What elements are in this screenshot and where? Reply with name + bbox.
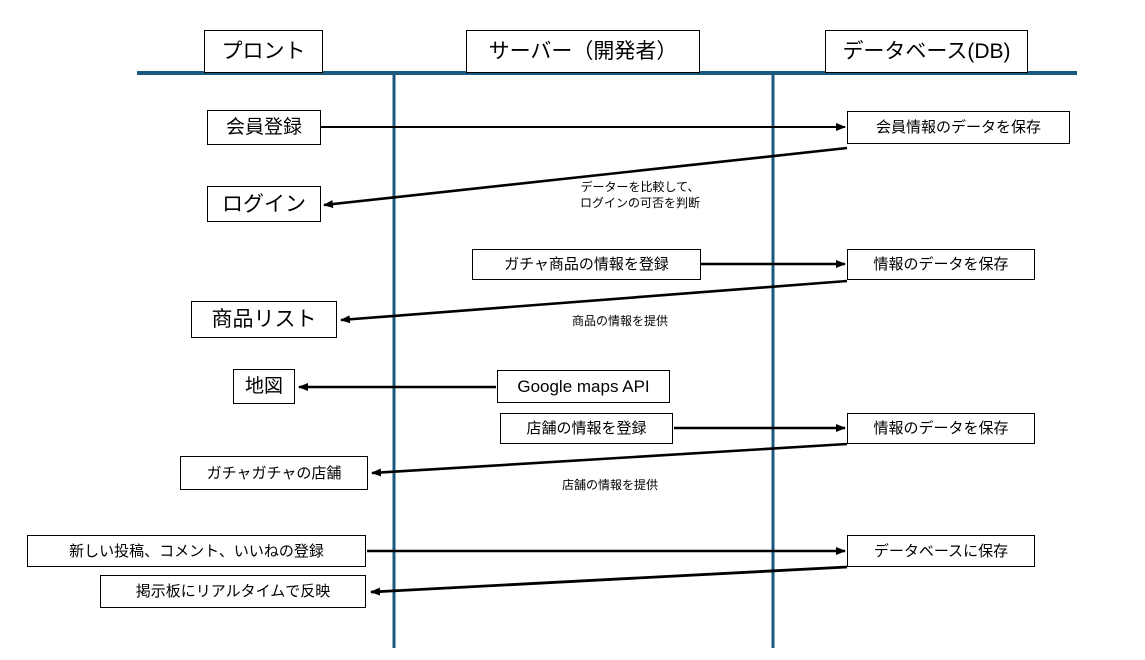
node-register-shop-info-label: 店舗の情報を登録 [526, 420, 647, 437]
node-save-to-database-label: データベースに保存 [873, 542, 1009, 560]
node-gachagacha-shop-label: ガチャガチャの店舗 [206, 464, 342, 482]
node-save-to-database: データベースに保存 [847, 535, 1035, 567]
arrow-label-login-decision: データーを比較して、 ログインの可否を判断 [545, 179, 735, 211]
node-map-label: 地図 [244, 376, 283, 397]
arrow-label-login-decision-line1: データーを比較して、 [580, 180, 700, 194]
node-save-member-info: 会員情報のデータを保存 [847, 111, 1070, 144]
arrow-db-to-board-realtime [370, 565, 848, 596]
node-register-gacha-product-info: ガチャ商品の情報を登録 [472, 249, 701, 280]
node-google-maps-api: Google maps API [497, 370, 670, 403]
node-realtime-board-reflection-label: 掲示板にリアルタイムで反映 [135, 583, 331, 600]
lane-header-server-label: サーバー（開発者） [488, 40, 678, 63]
node-login: ログイン [207, 186, 321, 222]
node-product-list-label: 商品リスト [211, 308, 317, 331]
node-realtime-board-reflection: 掲示板にリアルタイムで反映 [100, 575, 366, 608]
arrow-label-provide-shop-info: 店舗の情報を提供 [530, 477, 690, 493]
arrow-label-provide-product-info-line1: 商品の情報を提供 [571, 314, 668, 328]
arrow-label-provide-product-info: 商品の情報を提供 [540, 313, 700, 329]
node-save-info-data-1: 情報のデータを保存 [847, 249, 1035, 280]
arrow-label-login-decision-line2: ログインの可否を判断 [579, 196, 700, 211]
node-member-registration: 会員登録 [207, 110, 321, 145]
node-save-info-data-1-label: 情報のデータを保存 [873, 256, 1009, 273]
node-map: 地図 [233, 369, 295, 404]
node-save-info-data-2: 情報のデータを保存 [847, 413, 1035, 444]
node-member-registration-label: 会員登録 [225, 117, 302, 138]
lane-header-front-label: プロント [221, 40, 306, 63]
lane-header-server: サーバー（開発者） [466, 30, 700, 73]
arrow-label-provide-shop-info-line1: 店舗の情報を提供 [561, 478, 658, 492]
lane-header-front: プロント [204, 30, 323, 73]
node-register-gacha-product-info-label: ガチャ商品の情報を登録 [504, 256, 669, 273]
node-save-info-data-2-label: 情報のデータを保存 [873, 420, 1009, 437]
node-login-label: ログイン [222, 192, 306, 216]
node-save-member-info-label: 会員情報のデータを保存 [875, 119, 1041, 136]
arrow-db-to-login [323, 146, 848, 209]
arrow-db-to-shop-list [371, 442, 848, 477]
node-register-shop-info: 店舗の情報を登録 [500, 413, 673, 444]
node-new-post-comment-like-registration: 新しい投稿、コメント、いいねの登録 [27, 535, 366, 567]
arrow-db-to-product-list [340, 279, 848, 324]
node-new-post-comment-like-registration-label: 新しい投稿、コメント、いいねの登録 [69, 542, 324, 560]
node-google-maps-api-label: Google maps API [517, 377, 650, 396]
node-gachagacha-shop: ガチャガチャの店舗 [180, 456, 368, 490]
lane-header-db: データベース(DB) [825, 30, 1028, 73]
lane-header-db-label: データベース(DB) [842, 40, 1011, 63]
node-product-list: 商品リスト [191, 301, 337, 338]
